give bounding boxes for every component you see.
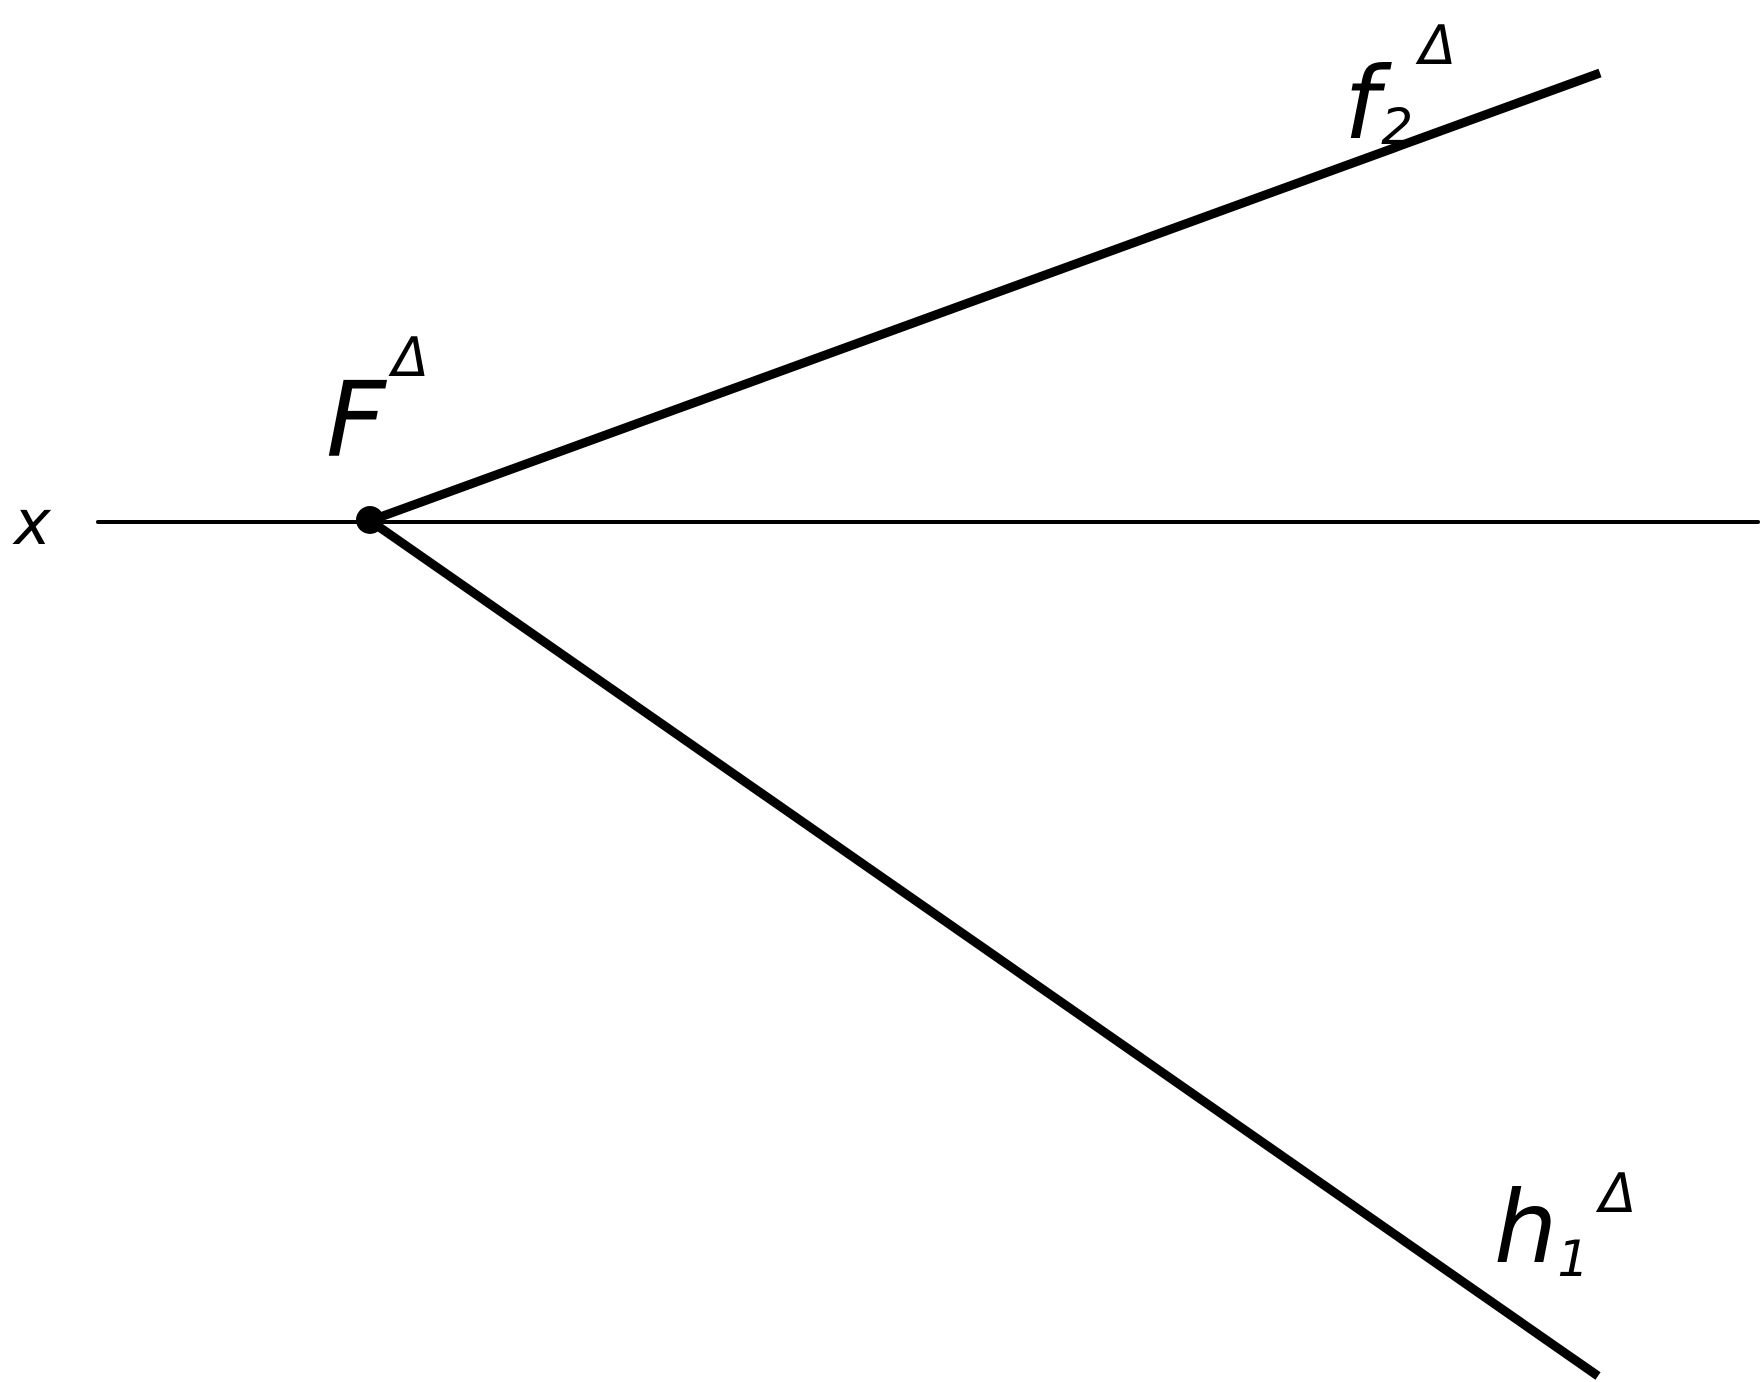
- horizontal-trace-subscript: 1: [1557, 1230, 1589, 1288]
- point-f-marker: [356, 506, 384, 534]
- point-f-base: F: [326, 359, 388, 481]
- horizontal-trace-base: h: [1494, 1169, 1557, 1286]
- horizontal-trace-superscript: Δ: [1595, 1162, 1636, 1225]
- point-f-label: FΔ: [326, 326, 429, 481]
- horizontal-trace-label: h1Δ: [1494, 1162, 1636, 1288]
- front-trace-subscript: 2: [1381, 98, 1413, 156]
- front-trace-label: f2Δ: [1344, 14, 1456, 162]
- horizontal-trace-line: [369, 518, 1601, 1380]
- front-trace-superscript: Δ: [1415, 14, 1456, 77]
- point-f-superscript: Δ: [388, 326, 429, 389]
- front-trace-line: [370, 68, 1602, 525]
- x-axis-label: x: [12, 486, 52, 559]
